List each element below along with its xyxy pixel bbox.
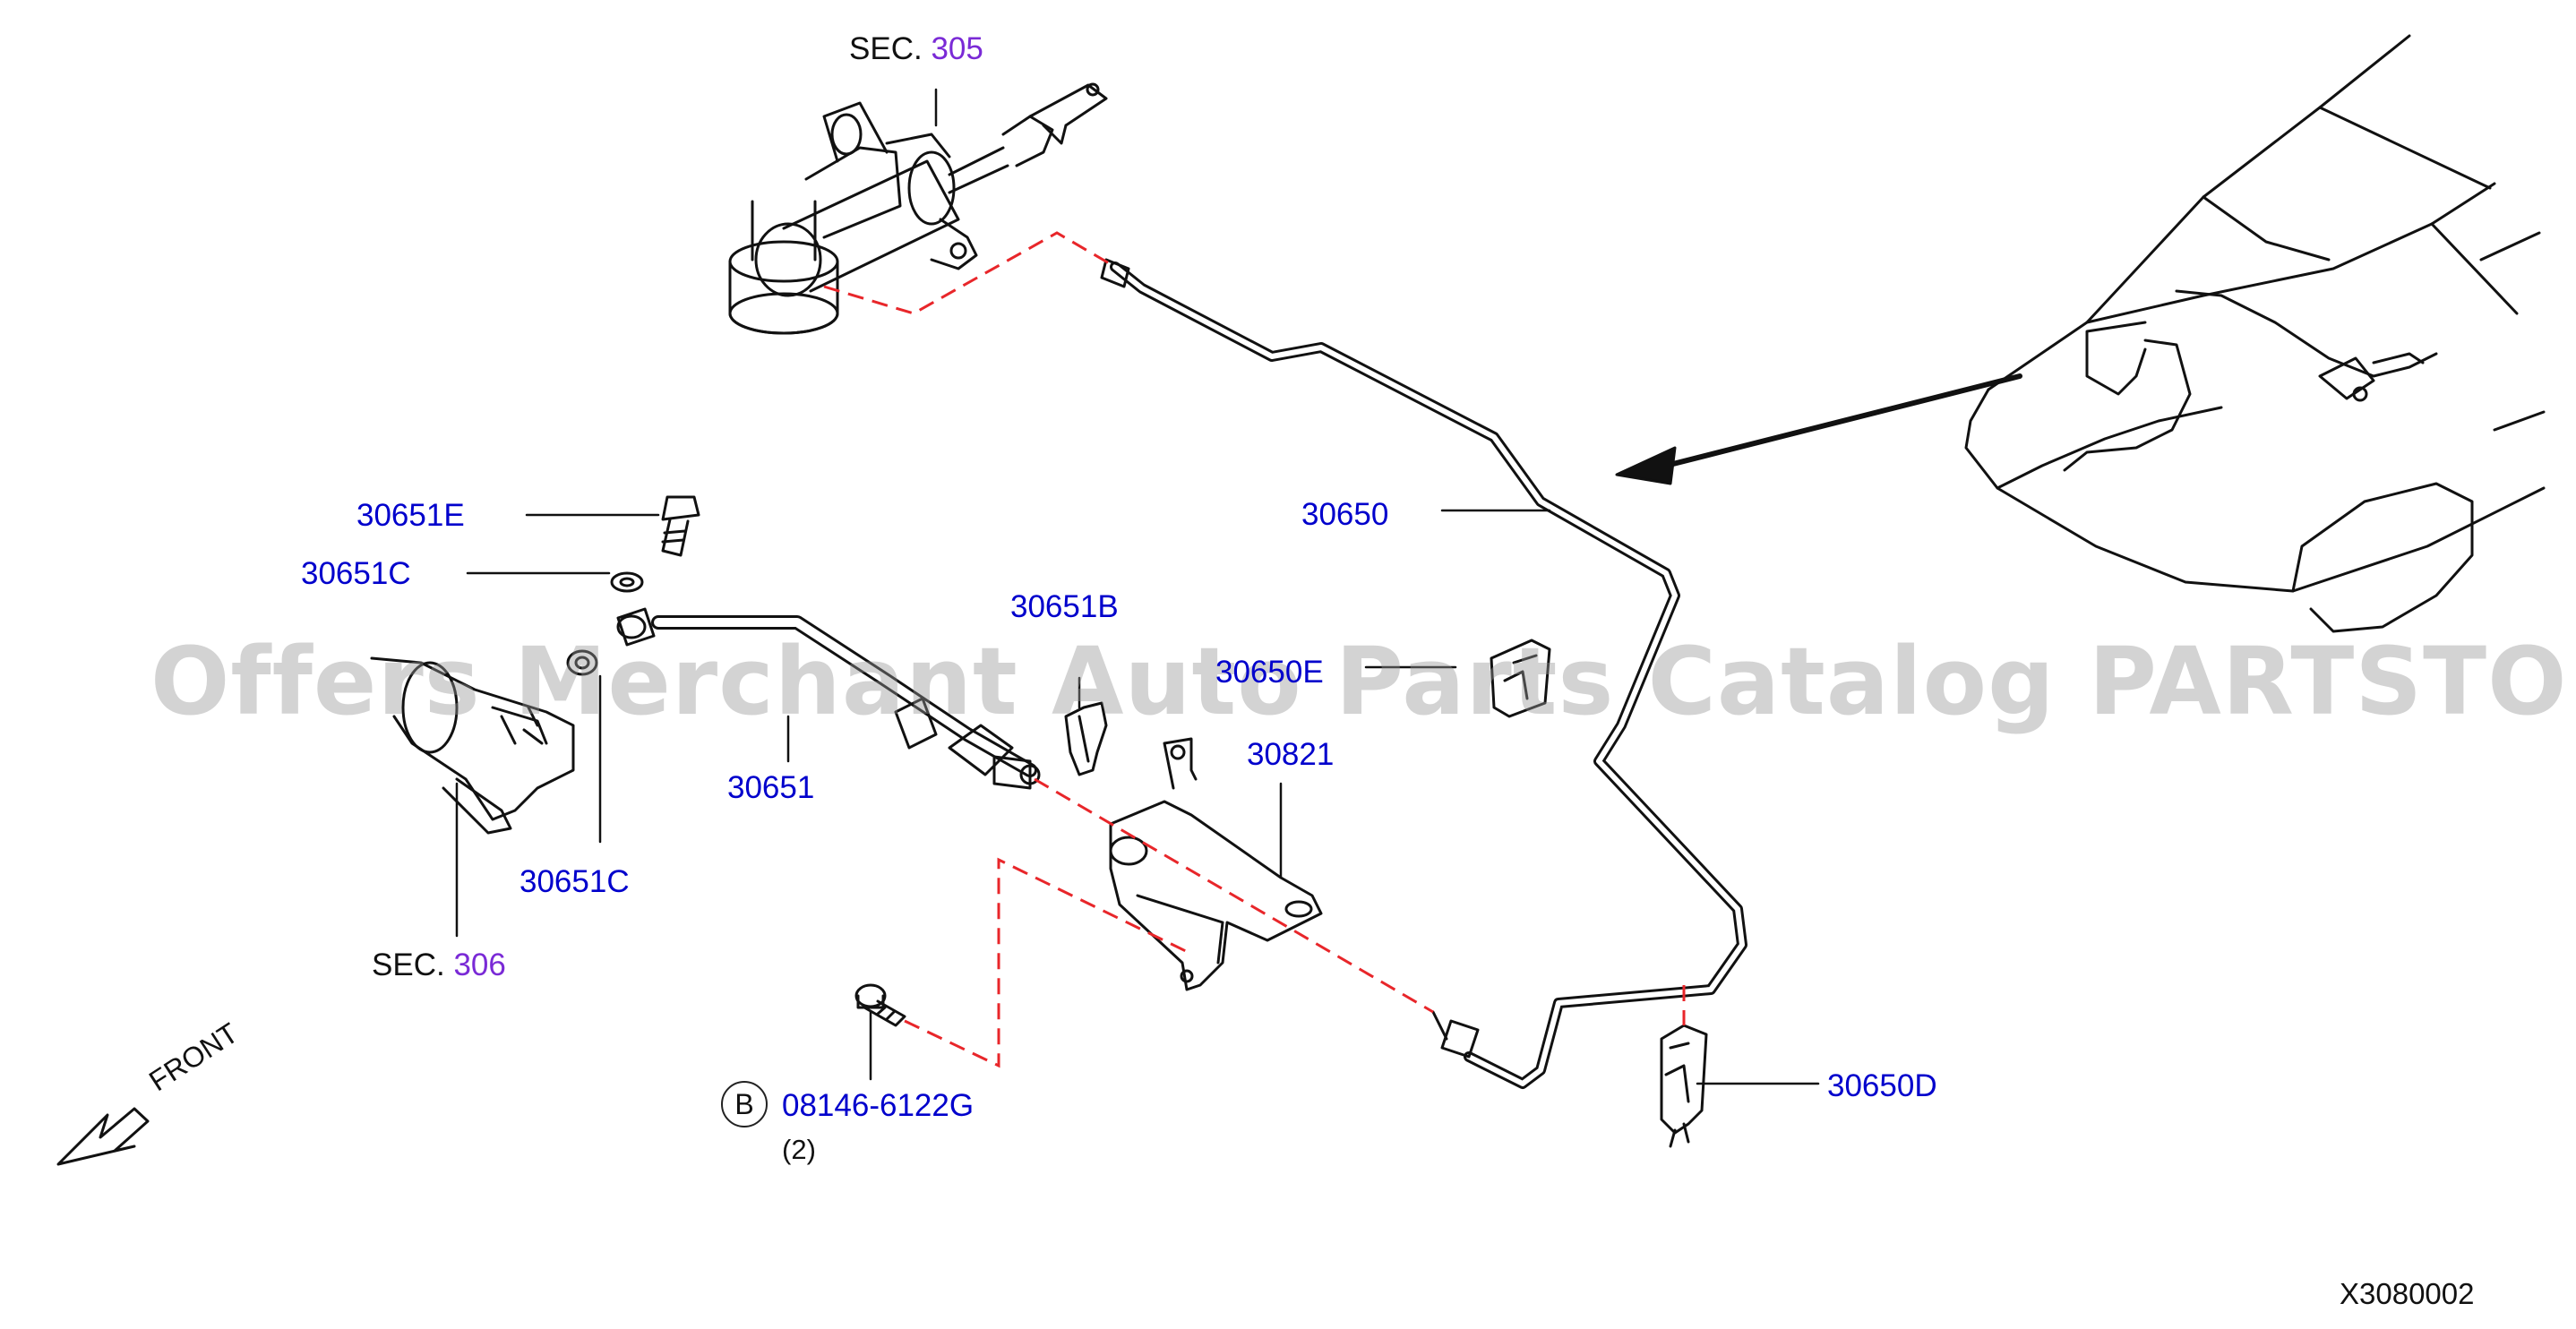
clutch-hose bbox=[616, 607, 1041, 790]
diagram-code: X3080002 bbox=[2340, 1277, 2475, 1310]
part-label-30651C-bottom[interactable]: 30651C bbox=[519, 864, 630, 899]
part-label-30650E[interactable]: 30650E bbox=[1215, 655, 1324, 690]
clutch-pipe bbox=[1100, 258, 1747, 1089]
part-label-30651B[interactable]: 30651B bbox=[1010, 589, 1119, 624]
master-cylinder bbox=[728, 82, 1108, 335]
section-ref-305[interactable]: SEC. 305 bbox=[849, 33, 983, 64]
dashed-connections bbox=[823, 231, 1686, 1068]
section-number: 306 bbox=[453, 947, 506, 982]
section-ref-306[interactable]: SEC. 306 bbox=[372, 949, 506, 981]
washer-top bbox=[610, 571, 644, 593]
washer-bottom-inner bbox=[574, 656, 590, 670]
operating-cylinder bbox=[370, 656, 575, 835]
bolt-marker: B bbox=[721, 1081, 768, 1128]
clip-30650E bbox=[1490, 639, 1551, 718]
washer-top-inner bbox=[619, 577, 635, 587]
pointer-arrow bbox=[1615, 373, 2022, 485]
bracket-bolt bbox=[854, 983, 906, 1027]
clip-30651B bbox=[1064, 701, 1108, 776]
part-label-30651C-top[interactable]: 30651C bbox=[301, 556, 411, 591]
part-label-08146-6122G[interactable]: 08146-6122G bbox=[782, 1088, 975, 1123]
front-arrow-icon bbox=[56, 1107, 150, 1166]
clip-30650D bbox=[1660, 1024, 1708, 1148]
vehicle-inset bbox=[1964, 34, 2546, 633]
washer-bottom bbox=[566, 649, 598, 676]
part-label-30821[interactable]: 30821 bbox=[1247, 737, 1335, 772]
bolt-quantity: (2) bbox=[782, 1134, 816, 1165]
leader-lines bbox=[455, 88, 1820, 1085]
section-number: 305 bbox=[931, 31, 983, 66]
bracket bbox=[1109, 737, 1323, 991]
part-label-30651[interactable]: 30651 bbox=[727, 770, 815, 805]
part-label-30650[interactable]: 30650 bbox=[1301, 497, 1389, 532]
section-prefix: SEC. bbox=[849, 31, 923, 66]
part-label-30650D[interactable]: 30650D bbox=[1827, 1068, 1937, 1103]
watermark: Offers Merchant Auto Parts Catalog PARTS… bbox=[150, 627, 2576, 736]
section-prefix: SEC. bbox=[372, 947, 445, 982]
banjo-bolt bbox=[661, 495, 700, 557]
part-label-30651E[interactable]: 30651E bbox=[356, 498, 465, 533]
